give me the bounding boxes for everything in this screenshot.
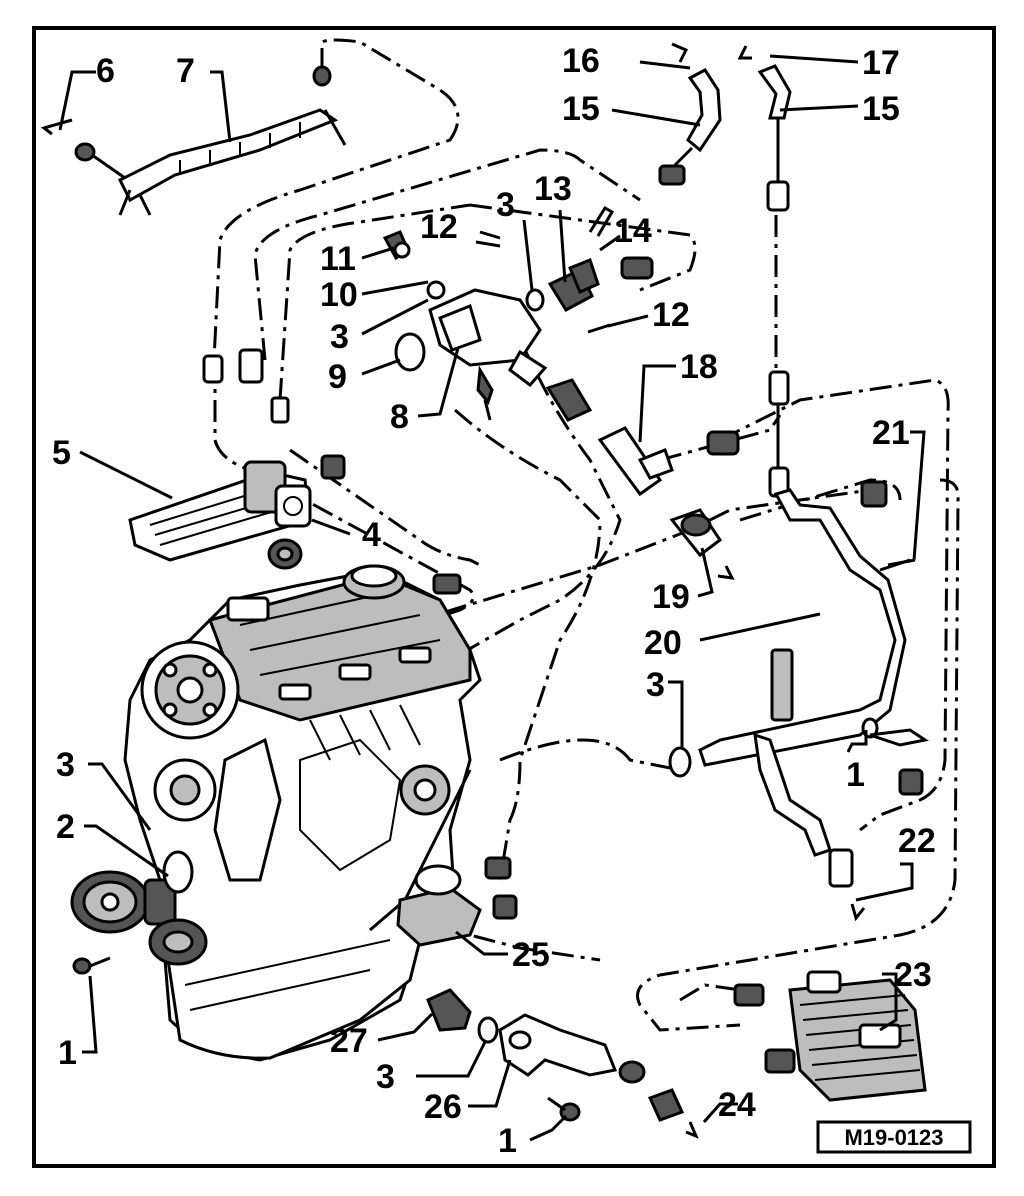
callout-2: 2 [56,808,75,846]
callout-19: 19 [652,578,690,616]
o-ring-3-bottom [477,1016,499,1044]
oil-cooler-23 [733,970,927,1102]
coolant-pipe-20 [668,370,929,888]
callout-16: 16 [562,42,600,80]
callout-labels: 6 7 16 17 15 15 3 13 12 14 11 10 3 12 9 … [52,42,936,1160]
oil-filter-housing-25 [396,856,518,947]
reference-code-box: M19-0123 [816,1120,972,1154]
callout-7: 7 [176,52,195,90]
callout-3-top: 3 [496,186,515,224]
callout-leaders [58,54,926,1142]
sensor-27 [426,988,499,1044]
t-piece-18 [545,378,740,558]
callout-1-right: 1 [846,756,865,794]
diagram-border [32,26,996,1168]
o-ring-seal [162,850,194,894]
callout-12-lower: 12 [652,296,690,334]
callout-12-upper: 12 [420,208,458,246]
coolant-flange-assembly [128,454,346,570]
callout-24: 24 [718,1086,756,1124]
engine-block [123,564,482,1062]
callout-26: 26 [424,1088,462,1126]
coolant-pump [70,870,177,934]
callout-1-bottom: 1 [498,1122,517,1160]
bolt-21 [887,558,916,567]
idler-pulley [148,918,208,966]
upper-hose-16 [658,68,722,186]
callout-11: 11 [320,240,356,278]
hose-connectors-left [202,348,462,595]
callout-18: 18 [680,348,718,386]
flange-26 [498,1013,685,1122]
bolt-12-upper [475,240,501,248]
o-ring-10 [426,280,446,300]
callout-15-left: 15 [562,90,600,128]
upper-hose-17 [757,64,792,212]
callout-4: 4 [362,516,381,554]
seal-9 [394,332,426,372]
bolt-12-lower [587,323,611,334]
callout-3-pump: 3 [56,746,75,784]
callout-14: 14 [614,212,652,250]
coolant-outlet-flange [382,205,654,421]
callout-1-left: 1 [58,1034,77,1072]
pump-bolt [72,956,111,975]
callout-20: 20 [644,624,682,662]
callout-3-bottom: 3 [376,1058,395,1096]
callout-6: 6 [96,52,115,90]
callout-15-right: 15 [862,90,900,128]
callout-3-right: 3 [646,666,665,704]
callout-5: 5 [52,434,71,472]
callout-17: 17 [862,44,900,82]
callout-21: 21 [872,414,910,452]
reference-code: M19-0123 [844,1125,943,1150]
callout-3-left: 3 [330,318,349,356]
flange-4 [274,484,312,528]
callout-27: 27 [330,1022,368,1060]
callout-9: 9 [328,358,347,396]
callout-25: 25 [512,936,550,974]
callout-10: 10 [320,276,358,314]
callout-23: 23 [894,956,932,994]
connecting-pipe [74,65,347,216]
callout-13: 13 [534,170,572,208]
callout-22: 22 [898,822,936,860]
o-ring-3-right [668,746,692,778]
callout-8: 8 [390,398,409,436]
head-boss [226,596,270,622]
